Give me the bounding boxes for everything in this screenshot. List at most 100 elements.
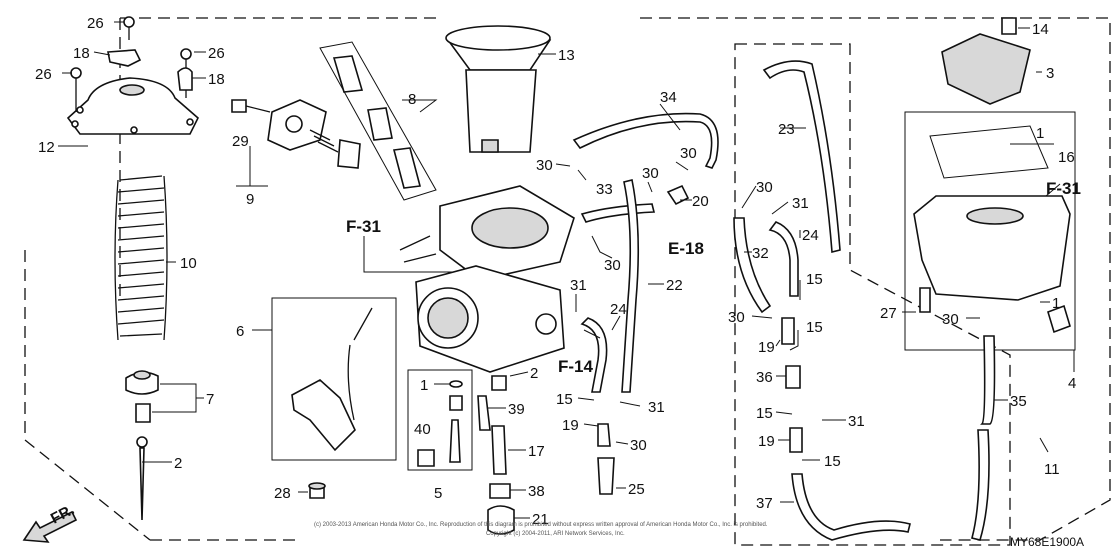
callout-30: 30 <box>604 257 621 274</box>
callout-14: 14 <box>1032 21 1049 38</box>
air-funnel <box>445 25 552 153</box>
callout-26: 26 <box>35 66 52 83</box>
callout-19: 19 <box>562 417 579 434</box>
hose-22 <box>621 179 640 393</box>
screw-29 <box>231 99 271 113</box>
callout-30: 30 <box>728 309 745 326</box>
jet-needle <box>136 436 148 521</box>
copyright-line-2: Copyright (c) 2004-2011, ARI Network Ser… <box>486 531 625 537</box>
callout-20: 20 <box>692 193 709 210</box>
float-chamber <box>913 125 1071 301</box>
callout-30: 30 <box>756 179 773 196</box>
callout-33: 33 <box>596 181 613 198</box>
callout-31: 31 <box>848 413 865 430</box>
drain-screw <box>1047 304 1071 334</box>
callout-39: 39 <box>508 401 525 418</box>
callout-32: 32 <box>752 245 769 262</box>
callout-30: 30 <box>942 311 959 328</box>
callout-30: 30 <box>536 157 553 174</box>
jet-box-5 <box>407 369 473 471</box>
callout-2: 2 <box>174 455 182 472</box>
callout-2: 2 <box>530 365 538 382</box>
callout-24: 24 <box>610 301 627 318</box>
ref-e18: E-18 <box>668 239 704 258</box>
callout-22: 22 <box>666 277 683 294</box>
joint-19-left <box>597 423 611 447</box>
leader-lines <box>58 21 1075 519</box>
reference-labels: F-31 F-31 E-18 F-14 <box>346 179 1081 376</box>
callout-29: 29 <box>232 133 249 150</box>
hose-36 <box>785 365 801 389</box>
callout-11: 11 <box>1044 461 1060 478</box>
joint-19-lower <box>789 427 803 453</box>
callout-15: 15 <box>806 271 823 288</box>
hose-37 <box>791 473 911 541</box>
hose-33 <box>580 203 656 223</box>
assembly-boundary <box>24 17 1111 541</box>
callout-10: 10 <box>180 255 197 272</box>
callout-1: 1 <box>1036 125 1044 142</box>
joint-20 <box>666 184 690 206</box>
callout-9: 9 <box>246 191 254 208</box>
callout-26: 26 <box>208 45 225 62</box>
hose-lower-right <box>971 429 990 541</box>
float-valve-kit <box>319 41 437 201</box>
hose-25 <box>597 457 615 495</box>
callout-labels: 26 18 26 18 26 12 10 7 2 28 29 9 8 6 13 … <box>35 15 1076 528</box>
hose-32 <box>733 217 772 314</box>
callout-38: 38 <box>528 483 545 500</box>
needle-holder <box>125 370 159 423</box>
float-14-3 <box>941 17 1031 105</box>
clamp-21 <box>487 505 515 535</box>
front-direction-arrow <box>22 510 78 543</box>
hose-24-left <box>580 317 608 393</box>
callout-12: 12 <box>38 139 55 156</box>
callout-25: 25 <box>628 481 645 498</box>
carburetor-top-cover <box>66 77 199 135</box>
callout-27: 27 <box>880 305 897 322</box>
callout-26: 26 <box>87 15 104 32</box>
bracket-18-right <box>177 67 193 91</box>
bracket-18-left <box>107 49 142 67</box>
callout-36: 36 <box>756 369 773 386</box>
callout-30: 30 <box>630 437 647 454</box>
callout-28: 28 <box>274 485 291 502</box>
callout-1: 1 <box>420 377 428 394</box>
callout-17: 17 <box>528 443 545 460</box>
callout-15: 15 <box>824 453 841 470</box>
screw-26-top <box>123 16 135 40</box>
choke-cable-set <box>271 297 397 461</box>
float-chamber-box <box>904 111 1076 351</box>
callout-24: 24 <box>802 227 819 244</box>
callout-40: 40 <box>414 421 431 438</box>
callout-3: 3 <box>1046 65 1054 82</box>
callout-16: 16 <box>1058 149 1075 166</box>
callout-31: 31 <box>648 399 665 416</box>
screw-27 <box>919 287 931 313</box>
callout-8: 8 <box>408 91 416 108</box>
callout-30: 30 <box>642 165 659 182</box>
callout-13: 13 <box>558 47 575 64</box>
callout-37: 37 <box>756 495 773 512</box>
callout-23: 23 <box>778 121 795 138</box>
callout-15: 15 <box>756 405 773 422</box>
callout-5: 5 <box>434 485 442 502</box>
callout-6: 6 <box>236 323 244 340</box>
carburetor-body <box>399 185 575 373</box>
diagram-code: MY68E1900A <box>1010 535 1084 549</box>
callout-15: 15 <box>556 391 573 408</box>
ref-f31-left: F-31 <box>346 217 381 236</box>
hose-34 <box>572 112 719 169</box>
callout-1: 1 <box>1052 295 1060 312</box>
callout-30: 30 <box>680 145 697 162</box>
copyright-line-1: (c) 2003-2013 American Honda Motor Co., … <box>314 522 768 528</box>
joint-19-mid <box>781 317 795 345</box>
drain-screw-2 <box>491 375 507 391</box>
hose-24-right <box>768 221 799 297</box>
callout-19: 19 <box>758 339 775 356</box>
hose-35 <box>980 335 996 425</box>
screw-28 <box>308 482 326 499</box>
slow-jet-17 <box>491 425 507 475</box>
part-38 <box>489 483 511 499</box>
